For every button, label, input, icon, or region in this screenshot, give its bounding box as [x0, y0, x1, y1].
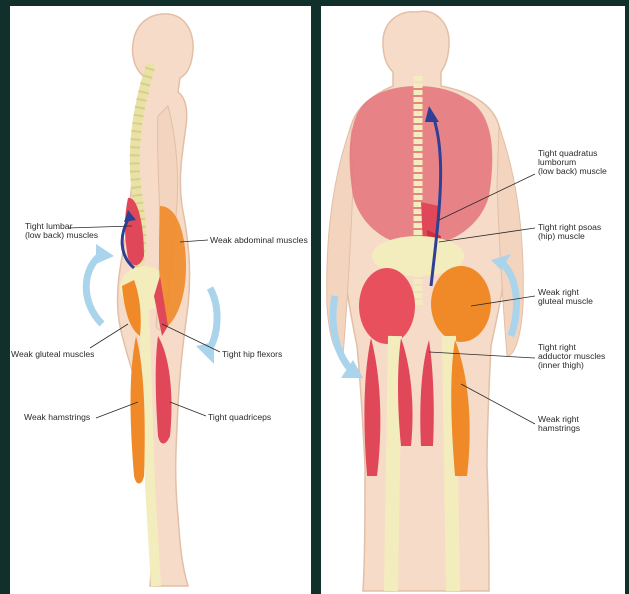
label-tight-right-adductor: Tight right adductor muscles (inner thig… — [538, 342, 608, 370]
back-view-figure: Tight quadratus lumborum (low back) musc… — [321, 6, 625, 594]
label-weak-right-gluteal: Weak right gluteal muscle — [538, 287, 593, 306]
label-tight-quadratus: Tight quadratus lumborum (low back) musc… — [538, 148, 607, 176]
label-tight-hip-flexors: Tight hip flexors — [222, 349, 282, 359]
back-left-leg-bone — [391, 336, 395, 591]
side-view-figure: Tight lumbar (low back) muscles Weak abd… — [10, 6, 311, 594]
label-weak-right-hamstrings: Weak right hamstrings — [538, 414, 581, 433]
back-left-gluteal — [359, 268, 415, 344]
side-rotation-arrow-left — [86, 254, 102, 324]
label-weak-abdominal: Weak abdominal muscles — [210, 235, 308, 245]
label-weak-gluteal: Weak gluteal muscles — [11, 349, 94, 359]
label-tight-quadriceps: Tight quadriceps — [208, 412, 271, 422]
label-tight-lumbar: Tight lumbar (low back) muscles — [25, 221, 98, 240]
back-view-panel: Tight quadratus lumborum (low back) musc… — [321, 6, 625, 594]
label-tight-psoas: Tight right psoas (hip) muscle — [538, 222, 604, 241]
side-view-panel: Tight lumbar (low back) muscles Weak abd… — [10, 6, 311, 594]
back-upper-muscles — [350, 86, 493, 246]
label-weak-hamstrings: Weak hamstrings — [24, 412, 90, 422]
